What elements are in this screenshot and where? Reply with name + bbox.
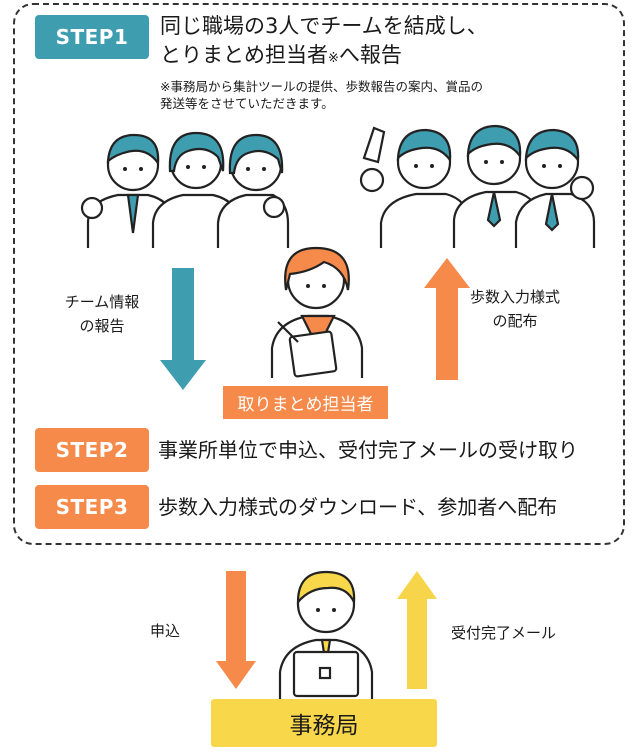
apply-label: 申込 [150, 622, 181, 640]
step2-badge: STEP2 [35, 428, 149, 472]
office-label: 事務局 [211, 699, 437, 747]
participant-team-illustration [80, 131, 290, 248]
office-staff-illustration [278, 570, 374, 700]
mail-up-arrow-icon [397, 571, 437, 689]
step3-badge: STEP3 [35, 485, 149, 529]
form-distribution-label: 歩数入力様式 の配布 [469, 288, 560, 330]
step1-note-line1: ※事務局から集計ツールの提供、歩数報告の案内、賞品の [160, 79, 483, 94]
team-members-illustration [359, 124, 596, 248]
step1-title-line2: とりまとめ担当者※へ報告 [160, 43, 402, 67]
coordinator-label: 取りまとめ担当者 [223, 386, 388, 419]
step1-note-line2: 発送等をさせていただきます。 [160, 96, 334, 111]
step1-badge: STEP1 [35, 15, 149, 59]
team-report-label: チーム情報 の報告 [64, 293, 140, 335]
step1-title-line1: 同じ職場の3人でチームを結成し、 [160, 14, 488, 38]
step-area-frame [13, 3, 625, 545]
distribute-up-arrow-icon [424, 258, 470, 380]
apply-down-arrow-icon [216, 571, 256, 689]
report-down-arrow-icon [160, 268, 206, 390]
coordinator-illustration [270, 246, 364, 378]
step3-text: 歩数入力様式のダウンロード、参加者へ配布 [158, 495, 558, 519]
step1-note: ※事務局から集計ツールの提供、歩数報告の案内、賞品の 発送等をさせていただきます… [160, 78, 580, 112]
note-mark: ※ [328, 51, 339, 66]
step2-text: 事業所単位で申込、受付完了メールの受け取り [158, 438, 578, 462]
step1-title: 同じ職場の3人でチームを結成し、 とりまとめ担当者※へ報告 [160, 12, 488, 73]
completion-mail-label: 受付完了メール [451, 624, 557, 642]
